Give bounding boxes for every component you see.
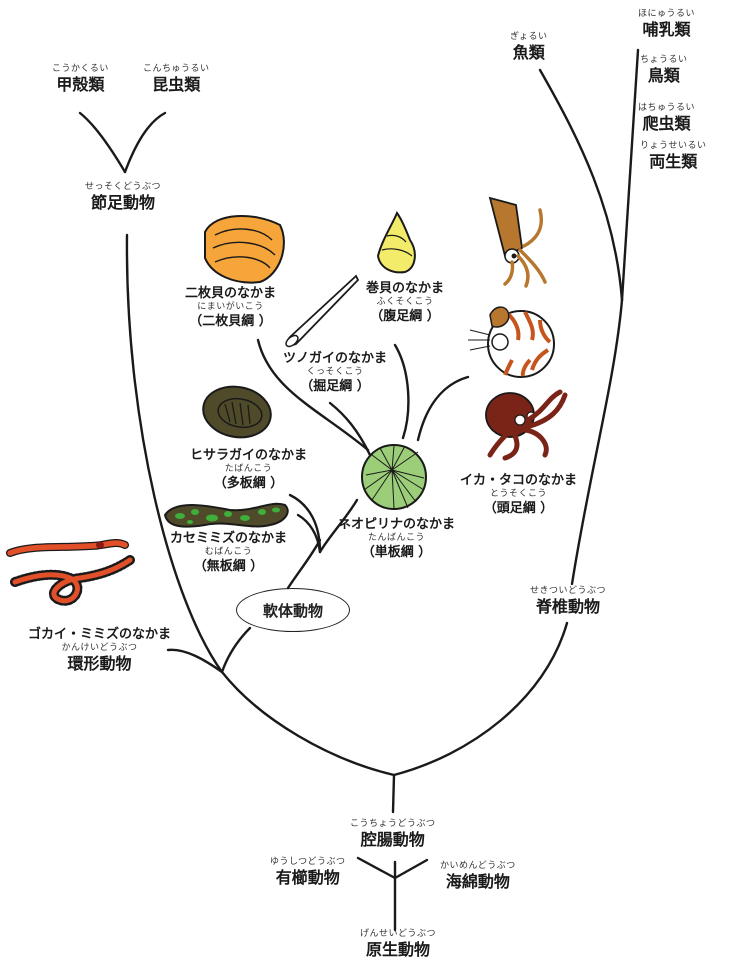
label-fish: ぎょるい 魚類 xyxy=(510,32,548,62)
solenogaster-icon xyxy=(163,502,289,528)
branch-insects xyxy=(123,111,167,174)
branch-left-main xyxy=(220,670,396,777)
label-insects: こんちゅうるい 昆虫類 xyxy=(143,64,210,94)
label-coelenterates: こうちょうどうぶつ 腔腸動物 xyxy=(350,819,436,849)
chiton-icon xyxy=(202,385,272,439)
label-aplacophora: カセミミズのなかま むばんこう （無板綱 ） xyxy=(170,531,288,574)
clam-icon xyxy=(204,215,285,284)
branch-cephalopods xyxy=(416,375,470,442)
label-gastropods: 巻貝のなかま ふくそくこう （腹足綱 ） xyxy=(366,281,445,324)
branch-polyplacophora xyxy=(288,493,322,554)
snail-icon xyxy=(376,210,416,274)
label-annelids: ゴカイ・ミミズのなかま かんけいどうぶつ 環形動物 xyxy=(28,627,172,673)
label-scaphopods: ツノガイのなかま くっそくこう （掘足綱 ） xyxy=(283,351,388,394)
branch-mollusks xyxy=(220,626,252,674)
branch-fish xyxy=(538,68,624,302)
label-reptiles: はちゅうるい 爬虫類 xyxy=(638,103,696,133)
octopus-icon xyxy=(485,389,568,461)
branch-annelids xyxy=(166,648,224,674)
label-vertebrates: せきついどうぶつ 脊椎動物 xyxy=(530,586,607,616)
branch-arthropods xyxy=(125,233,224,674)
label-mammals: ほにゅうるい 哺乳類 xyxy=(638,9,696,39)
label-polyplacophora: ヒサラガイのなかま たばんこう （多板綱 ） xyxy=(190,448,308,491)
label-amphibians: りょうせいるい 両生類 xyxy=(640,141,707,171)
neopilina-icon xyxy=(361,444,427,510)
label-ctenophores: ゆうしつどうぶつ 有櫛動物 xyxy=(270,857,346,887)
label-birds: ちょうるい 鳥類 xyxy=(640,55,688,85)
label-arthropods: せっそくどうぶつ 節足動物 xyxy=(85,182,162,212)
label-cephalopods: イカ・タコのなかま とうそくこう （頭足綱 ） xyxy=(460,473,578,516)
branch-ctenophores xyxy=(356,856,397,880)
tusk-shell-icon xyxy=(285,274,360,348)
nautilus-icon xyxy=(468,306,555,378)
branch-scaphopods xyxy=(328,401,372,457)
branch-mollusks-upper xyxy=(286,538,322,590)
branch-crustaceans xyxy=(78,111,127,174)
earthworm-icon xyxy=(6,539,129,557)
branch-tetrapods xyxy=(620,48,640,302)
label-monoplacophora: ネオピリナのなかま たんばんこう （単板綱 ） xyxy=(338,517,456,560)
label-crustaceans: こうかくるい 甲殻類 xyxy=(52,64,109,94)
branch-bivalves xyxy=(256,338,370,452)
branch-vertebrates xyxy=(570,298,624,586)
label-sponges: かいめんどうぶつ 海綿動物 xyxy=(440,861,516,891)
label-protozoa: げんせいどうぶつ 原生動物 xyxy=(360,929,437,959)
branch-trunk xyxy=(391,773,396,814)
branch-right-main xyxy=(392,621,569,777)
branch-gastropods xyxy=(393,343,410,440)
branch-to-neopilina xyxy=(318,498,359,554)
label-bivalves: 二枚貝のなかま にまいがいこう （二枚貝綱 ） xyxy=(185,286,277,329)
polychaete-icon xyxy=(10,555,135,606)
label-mollusks: 軟体動物 xyxy=(236,588,350,632)
branch-sponges xyxy=(393,858,429,880)
squid-icon xyxy=(488,196,547,288)
